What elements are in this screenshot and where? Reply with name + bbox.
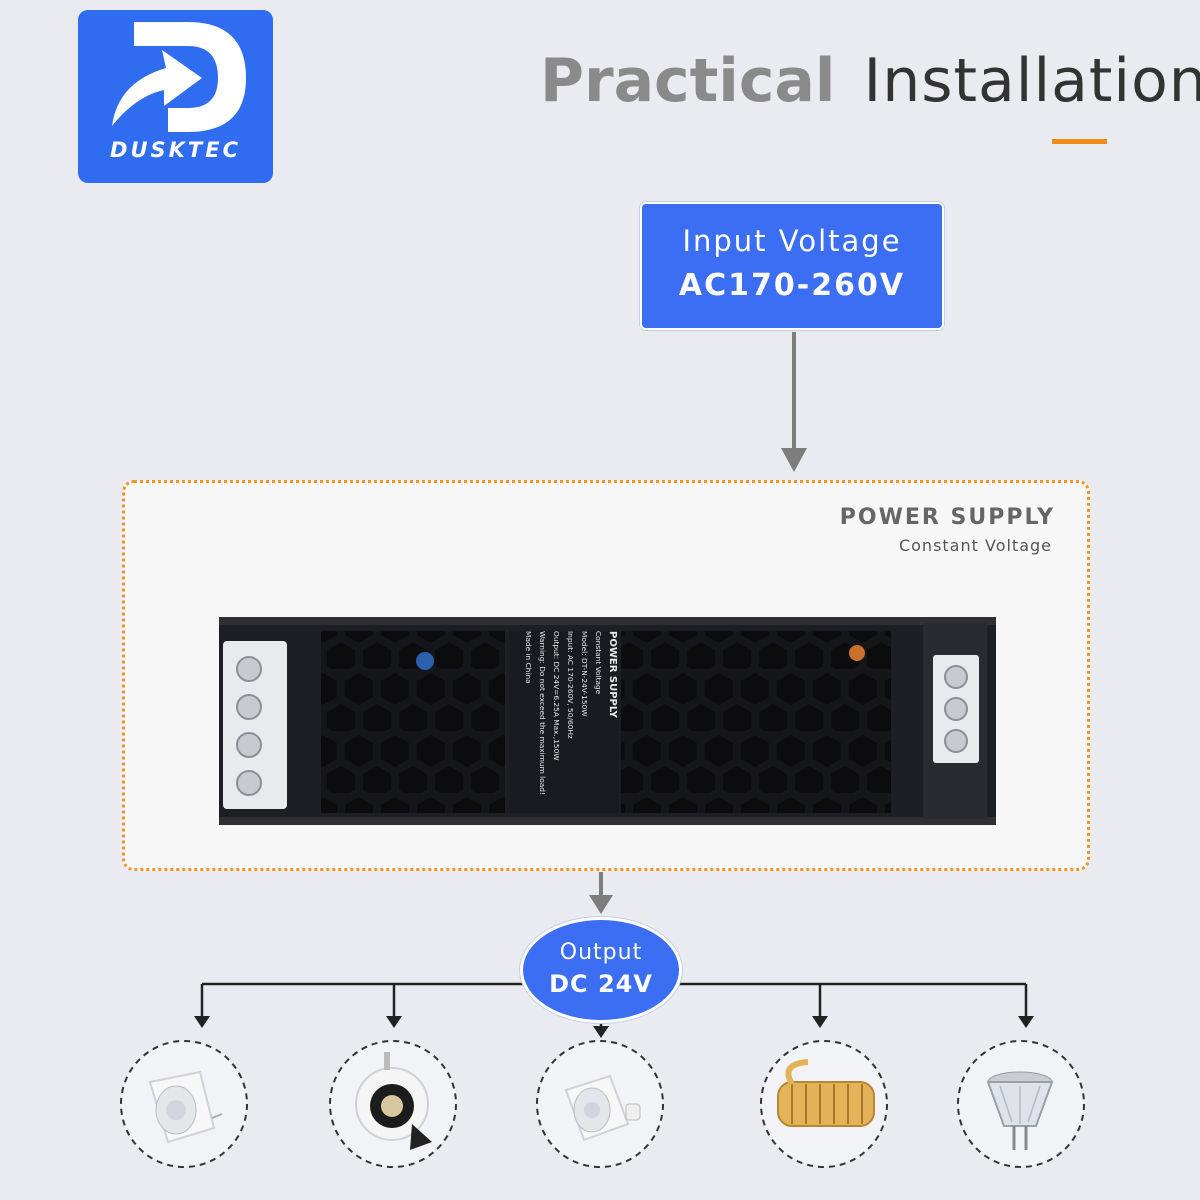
output-voltage-oval: Output DC 24V (523, 920, 679, 1020)
output-label: Output (559, 940, 643, 965)
load-circle (957, 1040, 1085, 1168)
input-voltage-label: Input Voltage (682, 224, 902, 258)
mr11-glass-bulb-icon (986, 1071, 1054, 1150)
led-strip-reel-icon (777, 1059, 875, 1127)
power-supply-subtitle: Constant Voltage (898, 536, 1052, 555)
label-line: POWER SUPPLY (607, 631, 618, 718)
input-arrow-head (781, 448, 807, 472)
title-accent-bar (1052, 139, 1107, 144)
output-value: DC 24V (549, 970, 653, 998)
load-circle (329, 1040, 457, 1168)
mr16-spotlight-icon (148, 1070, 223, 1144)
label-line: Warning: Do not exceed the maximum load! (538, 631, 547, 795)
load-circle (120, 1040, 248, 1168)
label-plate (509, 631, 619, 813)
title-bold: Practical (540, 46, 836, 116)
recessed-downlight-icon (355, 1052, 432, 1150)
label-line: Constant Voltage (594, 631, 603, 695)
label-line: Output: DC 24V=6.25A Max.,150W (552, 631, 561, 761)
output-arrow-head (589, 895, 613, 914)
left-terminal-block (223, 641, 287, 809)
input-voltage-value: AC170-260V (678, 268, 906, 303)
dusktec-logo: DUSKTEC (78, 10, 273, 183)
power-supply-frame: POWER SUPPLY Constant Voltage (122, 480, 1090, 871)
load-circle (536, 1040, 664, 1168)
label-line: Made in China (524, 631, 533, 684)
power-supply-title: POWER SUPPLY (839, 505, 1055, 530)
brand-name: DUSKTEC (110, 138, 241, 162)
page-title: Practical Installation (540, 46, 1200, 116)
input-voltage-box: Input Voltage AC170-260V (640, 202, 944, 330)
logo-d-arrow-icon (112, 22, 246, 132)
label-line: Input: AC 170-260V, 50/60Hz (566, 631, 575, 739)
gu10-spotlight-icon (564, 1074, 641, 1142)
title-light: Installation (863, 46, 1200, 116)
load-circle (760, 1040, 888, 1168)
label-line: Model: DT-N-24V-150W (580, 631, 589, 717)
power-supply-label: POWER SUPPLY Constant Voltage Model: DT-… (509, 631, 619, 813)
power-supply-unit-image (219, 617, 996, 825)
